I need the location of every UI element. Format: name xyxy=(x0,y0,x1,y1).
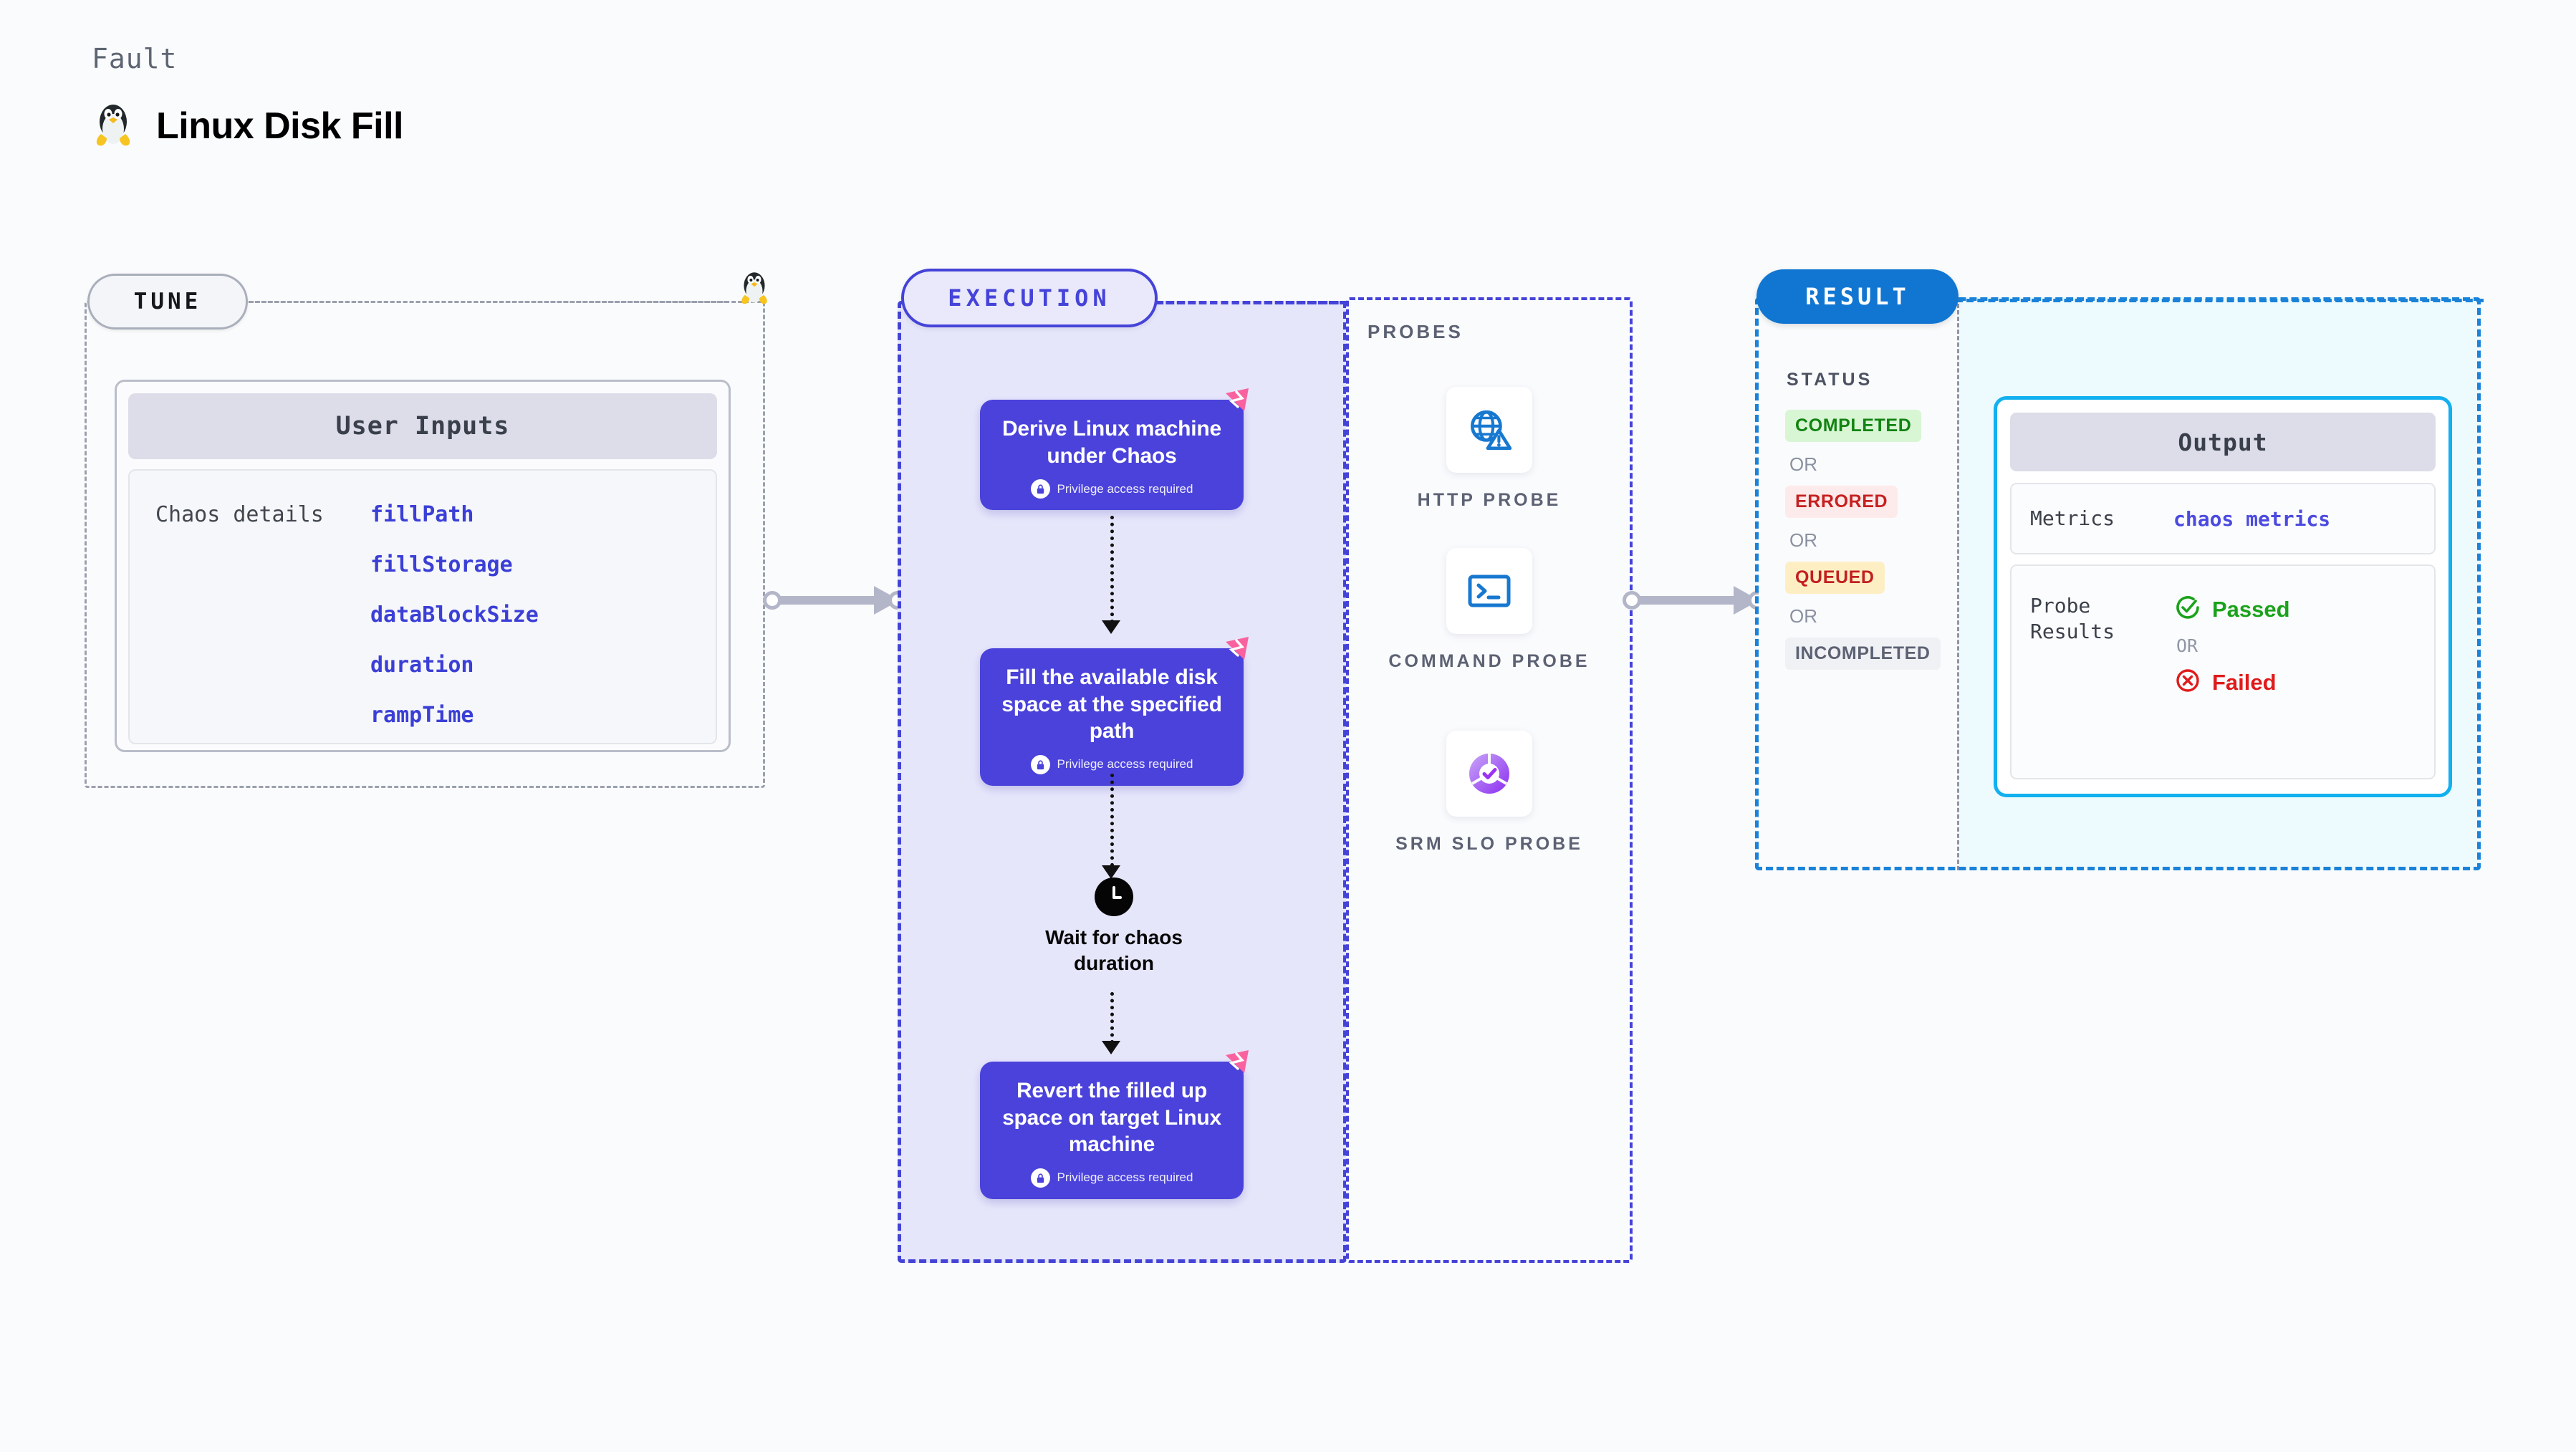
execution-step-2[interactable]: Fill the available disk space at the spe… xyxy=(980,637,1249,786)
probe-srm-slo[interactable]: SRM SLO PROBE xyxy=(1375,731,1604,857)
litmus-flag-icon xyxy=(1221,1047,1254,1080)
privilege-note: Privilege access required xyxy=(993,479,1231,499)
probe-results-values: Passed OR Failed xyxy=(2173,593,2290,778)
probe-label: SRM SLO PROBE xyxy=(1395,834,1583,854)
x-circle-icon xyxy=(2173,666,2202,698)
flow-arrow-3 xyxy=(1110,992,1114,1044)
status-badge-errored: ERRORED xyxy=(1785,486,1898,518)
user-inputs-title: User Inputs xyxy=(128,393,717,459)
probe-result-failed: Failed xyxy=(2173,666,2290,698)
metrics-value[interactable]: chaos metrics xyxy=(2173,506,2331,531)
result-badge[interactable]: RESULT xyxy=(1756,269,1959,324)
privilege-note-text: Privilege access required xyxy=(1057,1170,1193,1184)
lock-icon xyxy=(1030,1168,1050,1188)
lock-icon xyxy=(1030,479,1050,499)
tune-linux-tux-icon xyxy=(738,269,771,309)
execution-badge[interactable]: EXECUTION xyxy=(901,269,1158,327)
terminal-icon xyxy=(1446,548,1532,634)
probe-result-passed-label: Passed xyxy=(2212,596,2290,622)
execution-step-3[interactable]: Revert the filled up space on target Lin… xyxy=(980,1050,1249,1199)
globe-warning-icon xyxy=(1446,387,1532,473)
clock-icon xyxy=(1095,878,1133,916)
check-circle-icon xyxy=(2173,593,2202,625)
privilege-note-text: Privilege access required xyxy=(1057,757,1193,771)
execution-step-1[interactable]: Derive Linux machine under Chaos Privile… xyxy=(980,388,1249,510)
privilege-note: Privilege access required xyxy=(993,1168,1231,1188)
flow-arrowhead-1 xyxy=(1102,620,1120,634)
result-connector-dash xyxy=(1956,299,2484,302)
status-badge-completed: COMPLETED xyxy=(1785,410,1922,442)
probe-label: COMMAND PROBE xyxy=(1388,651,1590,671)
chaos-field-ramptime[interactable]: rampTime xyxy=(370,703,474,728)
output-title: Output xyxy=(2010,413,2436,471)
flow-arrowhead-2 xyxy=(1102,865,1120,879)
probe-results-key: Probe Results xyxy=(2030,594,2115,644)
status-label: STATUS xyxy=(1787,370,1873,390)
chaos-details-box: Chaos details fillPath fillStorage dataB… xyxy=(128,469,717,744)
chaos-details-label: Chaos details xyxy=(155,502,324,527)
output-card: Output Metrics chaos metrics Probe Resul… xyxy=(1994,396,2452,797)
status-or-1: OR xyxy=(1789,453,1817,475)
execution-connector-dash xyxy=(1155,301,1350,304)
chaos-fields-list: fillPath fillStorage dataBlockSize durat… xyxy=(370,502,539,743)
status-or-3: OR xyxy=(1789,605,1817,627)
litmus-flag-icon xyxy=(1221,385,1254,418)
metrics-row: Metrics chaos metrics xyxy=(2010,483,2436,554)
connector-tune-to-execution xyxy=(763,586,907,615)
chaos-field-datablocksize[interactable]: dataBlockSize xyxy=(370,602,539,628)
status-badge-queued: QUEUED xyxy=(1785,562,1885,594)
page-header: Fault Linux Disk Fill xyxy=(92,43,404,151)
flow-arrow-2 xyxy=(1110,774,1114,867)
chaos-field-fillstorage[interactable]: fillStorage xyxy=(370,552,513,577)
metrics-key: Metrics xyxy=(2030,506,2115,530)
probes-label: PROBES xyxy=(1368,321,1464,342)
wait-node-label: Wait for chaos duration xyxy=(1045,926,1183,974)
litmus-flag-icon xyxy=(1221,634,1254,667)
connector-dot-start xyxy=(763,591,782,610)
connector-shaft xyxy=(772,596,880,605)
status-or-2: OR xyxy=(1789,529,1817,551)
connector-shaft xyxy=(1632,596,1739,605)
connector-execution-to-result xyxy=(1623,586,1767,615)
chaos-field-fillpath[interactable]: fillPath xyxy=(370,502,474,527)
linux-tux-icon xyxy=(92,100,135,151)
flow-arrow-1 xyxy=(1110,516,1114,623)
lock-icon xyxy=(1030,754,1050,774)
probe-http[interactable]: HTTP PROBE xyxy=(1375,387,1604,513)
eyebrow-label: Fault xyxy=(92,43,178,74)
execution-step-title: Revert the filled up space on target Lin… xyxy=(1002,1079,1221,1156)
status-badge-incompleted: INCOMPLETED xyxy=(1785,638,1941,670)
probe-command[interactable]: COMMAND PROBE xyxy=(1375,548,1604,674)
probe-result-failed-label: Failed xyxy=(2212,669,2277,695)
page-title: Linux Disk Fill xyxy=(156,105,404,147)
status-list: COMPLETED OR ERRORED OR QUEUED OR INCOMP… xyxy=(1785,410,1957,670)
execution-step-title: Derive Linux machine under Chaos xyxy=(1001,417,1222,468)
user-inputs-card: User Inputs Chaos details fillPath fillS… xyxy=(115,380,731,752)
flow-arrowhead-3 xyxy=(1102,1041,1120,1054)
probe-label: HTTP PROBE xyxy=(1417,490,1562,510)
chaos-field-duration[interactable]: duration xyxy=(370,653,474,678)
title-row: Linux Disk Fill xyxy=(92,100,404,151)
probe-results-row: Probe Results Passed OR xyxy=(2010,564,2436,779)
probe-result-passed: Passed xyxy=(2173,593,2290,625)
privilege-note: Privilege access required xyxy=(993,754,1231,774)
connector-dot-start xyxy=(1623,591,1641,610)
probe-result-or: OR xyxy=(2176,635,2198,656)
privilege-note-text: Privilege access required xyxy=(1057,481,1193,496)
execution-step-title: Fill the available disk space at the spe… xyxy=(1001,665,1222,743)
wait-for-chaos-duration-node: Wait for chaos duration xyxy=(1032,878,1196,976)
tune-connector-dash xyxy=(249,301,728,303)
tune-badge[interactable]: TUNE xyxy=(87,274,248,330)
slo-donut-check-icon xyxy=(1446,731,1532,817)
